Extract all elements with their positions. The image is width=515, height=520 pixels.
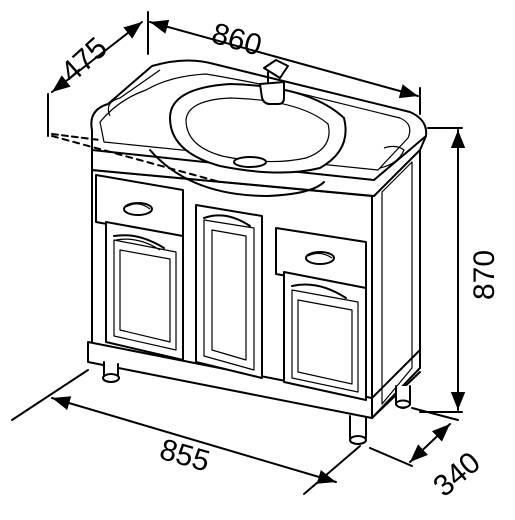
legs xyxy=(102,361,411,445)
dimension-base-depth: 340 xyxy=(369,407,487,503)
left-door xyxy=(105,221,184,361)
dim-base-width-label: 855 xyxy=(156,433,213,479)
right-door xyxy=(283,271,367,401)
dim-height-label: 870 xyxy=(468,250,501,300)
sink-basin xyxy=(149,83,347,197)
center-door xyxy=(195,204,263,379)
dim-base-depth-label: 340 xyxy=(427,446,487,503)
dim-top-depth-label: 475 xyxy=(55,31,114,89)
dimension-height: 870 xyxy=(419,127,501,413)
dim-top-width-label: 860 xyxy=(208,17,265,63)
